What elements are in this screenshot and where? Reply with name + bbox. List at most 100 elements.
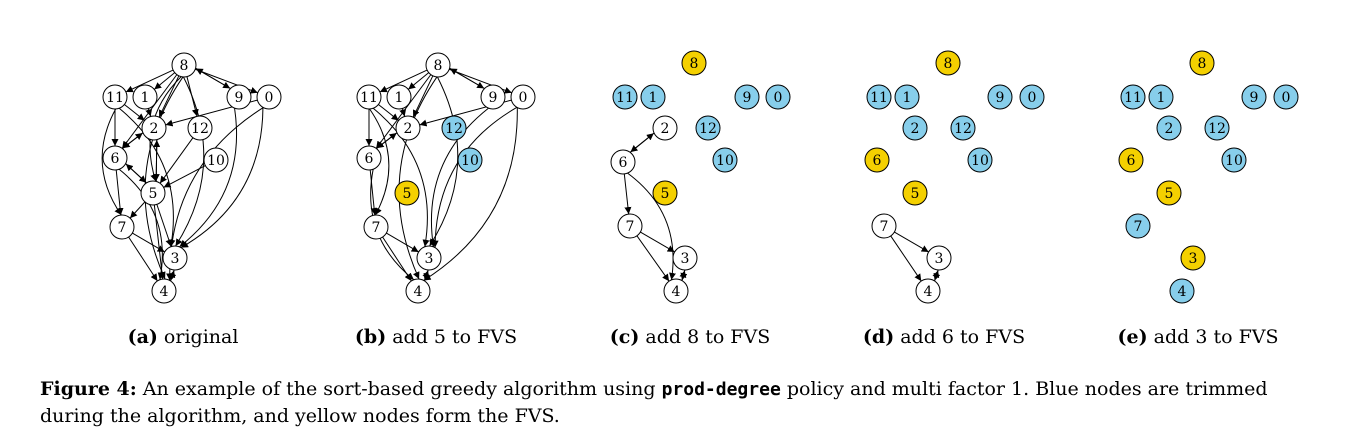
node-b-4: 4 (405, 278, 431, 304)
node-b-8: 8 (425, 52, 451, 78)
node-circle (394, 180, 420, 206)
node-e-2: 2 (1156, 115, 1182, 141)
node-d-5: 5 (902, 180, 928, 206)
node-label: 1 (903, 90, 912, 106)
node-label: 3 (681, 251, 690, 267)
node-circle (987, 84, 1013, 110)
node-c-4: 4 (663, 278, 689, 304)
caption-text-before: An example of the sort-based greedy algo… (136, 378, 662, 400)
node-c-11: 11 (612, 84, 638, 110)
node-b-0: 0 (510, 84, 536, 110)
node-e-3: 3 (1180, 245, 1206, 271)
node-d-2: 2 (902, 115, 928, 141)
node-circle (1118, 147, 1144, 173)
node-a-7: 7 (109, 214, 135, 240)
node-b-5: 5 (394, 180, 420, 206)
node-circle (640, 84, 666, 110)
node-e-12: 12 (1204, 115, 1230, 141)
edge-a-8-4 (144, 76, 184, 280)
node-label: 5 (661, 186, 670, 202)
node-label: 6 (111, 151, 120, 167)
node-circle (734, 84, 760, 110)
edge-b-9-8 (449, 68, 485, 89)
node-circle (416, 245, 442, 271)
node-label: 9 (1250, 90, 1259, 106)
edge-b-7-3 (386, 232, 419, 253)
node-label: 4 (414, 284, 423, 300)
node-label: 2 (150, 121, 159, 137)
node-label: 9 (489, 90, 498, 106)
node-circle (864, 147, 890, 173)
edge-a-8-11 (125, 69, 174, 93)
edge-b-8-3 (429, 76, 459, 247)
node-label: 12 (954, 121, 972, 137)
node-c-10: 10 (712, 147, 738, 173)
node-circle (695, 115, 721, 141)
node-circle (102, 84, 128, 110)
node-circle (617, 213, 643, 239)
node-label: 7 (626, 219, 635, 235)
edge-a-9-3 (179, 108, 238, 248)
node-label: 7 (372, 220, 381, 236)
node-label: 8 (944, 56, 953, 72)
node-label: 10 (1225, 153, 1243, 169)
node-circle (441, 115, 467, 141)
node-label: 3 (1189, 251, 1198, 267)
node-label: 2 (1165, 121, 1174, 137)
node-circle (866, 84, 892, 110)
node-label: 10 (716, 153, 734, 169)
node-label: 0 (1028, 90, 1037, 106)
node-label: 11 (360, 90, 378, 106)
node-label: 8 (1198, 56, 1207, 72)
subcaption-c: (c) add 8 to FVS (609, 326, 771, 348)
node-c-6: 6 (610, 149, 636, 175)
node-c-5: 5 (652, 180, 678, 206)
node-circle (187, 115, 213, 141)
node-circle (871, 213, 897, 239)
edge-b-2-6 (376, 132, 397, 149)
node-circle (480, 84, 506, 110)
node-b-7: 7 (363, 214, 389, 240)
node-b-12: 12 (441, 115, 467, 141)
node-label: 12 (699, 121, 717, 137)
node-circle (652, 115, 678, 141)
node-c-3: 3 (672, 245, 698, 271)
node-label: 5 (403, 186, 412, 202)
edge-d-7-4 (890, 235, 922, 282)
node-circle (141, 115, 167, 141)
node-circle (203, 147, 229, 173)
edge-a-0-3 (180, 107, 264, 249)
node-circle (1241, 84, 1267, 110)
node-e-0: 0 (1273, 84, 1299, 110)
edge-a-1-2 (145, 108, 153, 117)
node-circle (1204, 115, 1230, 141)
edge-b-7-4 (382, 236, 412, 282)
node-e-6: 6 (1118, 147, 1144, 173)
edge-a-5-7 (129, 201, 146, 219)
node-label: 9 (996, 90, 1005, 106)
node-d-0: 0 (1019, 84, 1045, 110)
node-e-10: 10 (1221, 147, 1247, 173)
node-circle (712, 147, 738, 173)
node-label: 10 (207, 153, 225, 169)
node-label: 8 (690, 56, 699, 72)
edge-a-5-4 (153, 204, 166, 280)
node-circle (1180, 245, 1206, 271)
edge-b-0-4 (423, 107, 518, 281)
node-circle (935, 50, 961, 76)
node-d-12: 12 (950, 115, 976, 141)
node-circle (356, 145, 382, 171)
node-e-1: 1 (1148, 84, 1174, 110)
node-circle (510, 84, 536, 110)
node-circle (612, 84, 638, 110)
edge-a-8-1 (153, 72, 176, 90)
node-a-1: 1 (132, 84, 158, 110)
node-circle (140, 180, 166, 206)
node-d-11: 11 (866, 84, 892, 110)
node-label: 4 (160, 284, 169, 300)
node-label: 5 (149, 186, 158, 202)
node-label: 4 (924, 284, 933, 300)
edge-b-8-11 (379, 69, 428, 93)
edge-a-12-5 (159, 137, 194, 184)
